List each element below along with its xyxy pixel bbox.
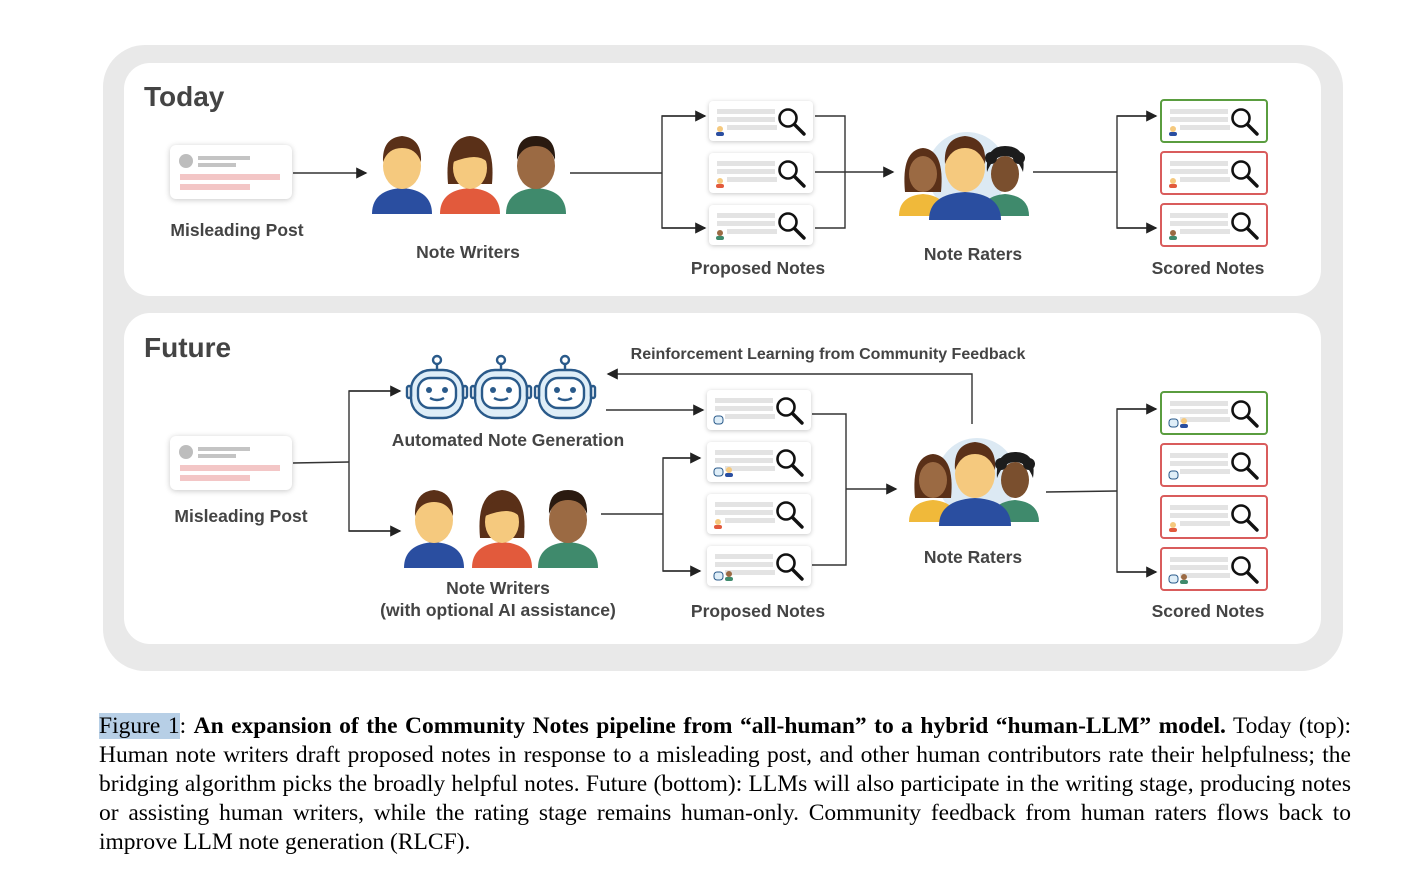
today-note-raters-label: Note Raters (923, 244, 1023, 264)
today-scored-notes-label: Scored Notes (1151, 258, 1265, 278)
today-note-writers-label: Note Writers (416, 242, 520, 262)
automated-note-generation-label: Automated Note Generation (391, 430, 625, 450)
future-note-raters-label: Note Raters (923, 547, 1023, 567)
future-note-writers-sub-label: (with optional AI assistance) (380, 600, 616, 620)
today-proposed-note-2 (709, 153, 813, 193)
future-misleading-post-card (170, 436, 292, 490)
future-proposed-note-4 (707, 546, 811, 586)
note-raters-icon (899, 132, 1029, 220)
today-title: Today (144, 81, 225, 112)
future-scored-note-4 (1160, 547, 1268, 591)
figure-caption: Figure 1: An expansion of the Community … (99, 712, 1351, 857)
future-note-writers-icon (404, 490, 598, 568)
robots-icon (405, 354, 597, 420)
future-scored-notes-label: Scored Notes (1151, 601, 1265, 621)
future-proposed-notes-label: Proposed Notes (690, 601, 826, 621)
today-scored-note-3 (1160, 203, 1268, 247)
caption-colon: : (179, 713, 187, 739)
caption-title: An expansion of the Community Notes pipe… (193, 713, 1226, 739)
future-note-writers-label: Note Writers (446, 578, 550, 598)
future-scored-note-1 (1160, 391, 1268, 435)
future-scored-note-2 (1160, 443, 1268, 487)
caption-body: Today (top): Human note writers draft pr… (99, 713, 1352, 855)
future-proposed-note-2 (707, 442, 811, 482)
today-scored-note-2 (1160, 151, 1268, 195)
future-proposed-note-1 (707, 390, 811, 430)
future-scored-note-3 (1160, 495, 1268, 539)
rlcf-label: Reinforcement Learning from Community Fe… (630, 346, 1026, 363)
today-misleading-post-label: Misleading Post (170, 220, 304, 240)
future-title: Future (144, 332, 232, 363)
today-proposed-note-1 (709, 101, 813, 141)
figure-label: Figure 1 (99, 713, 180, 739)
misleading-post-card (170, 145, 292, 199)
today-proposed-note-3 (709, 205, 813, 245)
future-note-raters-icon (909, 438, 1039, 526)
future-proposed-note-3 (707, 494, 811, 534)
future-misleading-post-label: Misleading Post (174, 506, 308, 526)
note-writers-icon (372, 136, 566, 214)
today-scored-note-1 (1160, 99, 1268, 143)
today-proposed-notes-label: Proposed Notes (690, 258, 826, 278)
